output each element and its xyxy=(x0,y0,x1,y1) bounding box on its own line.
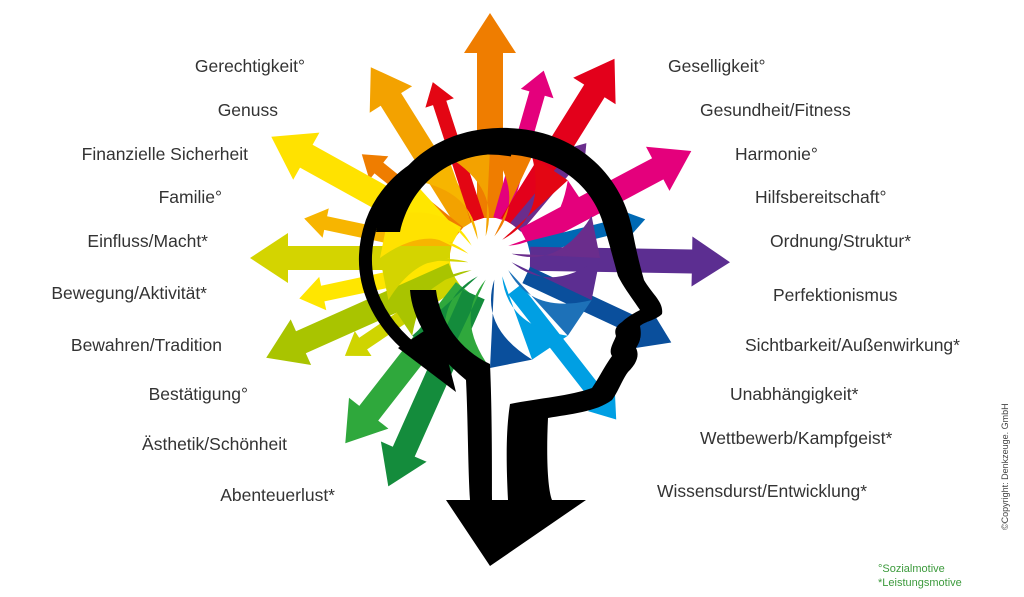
motive-label-right-5: Ordnung/Struktur* xyxy=(770,231,912,251)
motive-arrow-left-7 xyxy=(299,258,453,311)
motive-arrow-left-4 xyxy=(271,132,462,250)
legend-performance: *Leistungsmotive xyxy=(878,577,962,589)
motive-arrow-right-8 xyxy=(508,284,617,420)
motive-label-right-9: Wettbewerb/Kampfgeist* xyxy=(700,428,893,448)
motive-label-left-5: Einfluss/Macht* xyxy=(87,231,208,251)
motive-label-right-2: Gesundheit/Fitness xyxy=(700,100,851,120)
motive-label-left-2: Genuss xyxy=(217,100,278,120)
motive-label-right-1: Geselligkeit° xyxy=(668,56,766,76)
inner-petal-4 xyxy=(511,215,600,258)
legend-social: °Sozialmotive xyxy=(878,563,945,575)
motive-label-right-10: Wissensdurst/Entwicklung* xyxy=(657,481,868,501)
inner-petal-12 xyxy=(380,258,469,301)
circular-arrow xyxy=(359,141,514,368)
inner-petal-11 xyxy=(388,270,472,336)
circular-arrow-head xyxy=(398,322,456,392)
inner-petal-7 xyxy=(502,276,568,360)
motive-arrow-left-5 xyxy=(304,208,453,257)
copyright-notice: ©Copyright: Denkzeuge. GmbH xyxy=(1000,403,1010,530)
motive-label-left-9: Ästhetik/Schönheit xyxy=(142,434,287,454)
motive-label-left-3: Finanzielle Sicherheit xyxy=(81,144,248,164)
inner-petal-6 xyxy=(508,270,592,336)
motive-label-left-6: Bewegung/Aktivität* xyxy=(51,283,207,303)
motive-label-left-1: Gerechtigkeit° xyxy=(194,56,305,76)
motive-label-right-4: Hilfsbereitschaft° xyxy=(755,187,887,207)
inner-petal-1 xyxy=(490,148,533,237)
motive-label-left-7: Bewahren/Tradition xyxy=(70,335,222,355)
center-star xyxy=(466,234,514,282)
motive-label-left-10: Abenteuerlust* xyxy=(220,485,335,505)
motive-label-right-7: Sichtbarkeit/Außenwirkung* xyxy=(745,335,960,355)
inner-petal-8 xyxy=(490,279,533,368)
motive-label-left-4: Familie° xyxy=(158,187,222,207)
inner-petal-5 xyxy=(511,258,600,301)
motive-label-right-6: Perfektionismus xyxy=(773,285,898,305)
head-silhouette xyxy=(359,127,663,566)
motive-arrow-left-8 xyxy=(266,263,459,365)
motive-label-right-3: Harmonie° xyxy=(735,144,818,164)
motive-label-right-8: Unabhängigkeit* xyxy=(730,384,859,404)
inner-petal-3 xyxy=(508,180,592,246)
inner-petal-16 xyxy=(447,148,490,237)
inner-petal-2 xyxy=(502,156,568,240)
motive-arrow-left-6 xyxy=(250,233,450,283)
inner-petal-13 xyxy=(380,215,469,258)
motive-label-left-8: Bestätigung° xyxy=(148,384,248,404)
